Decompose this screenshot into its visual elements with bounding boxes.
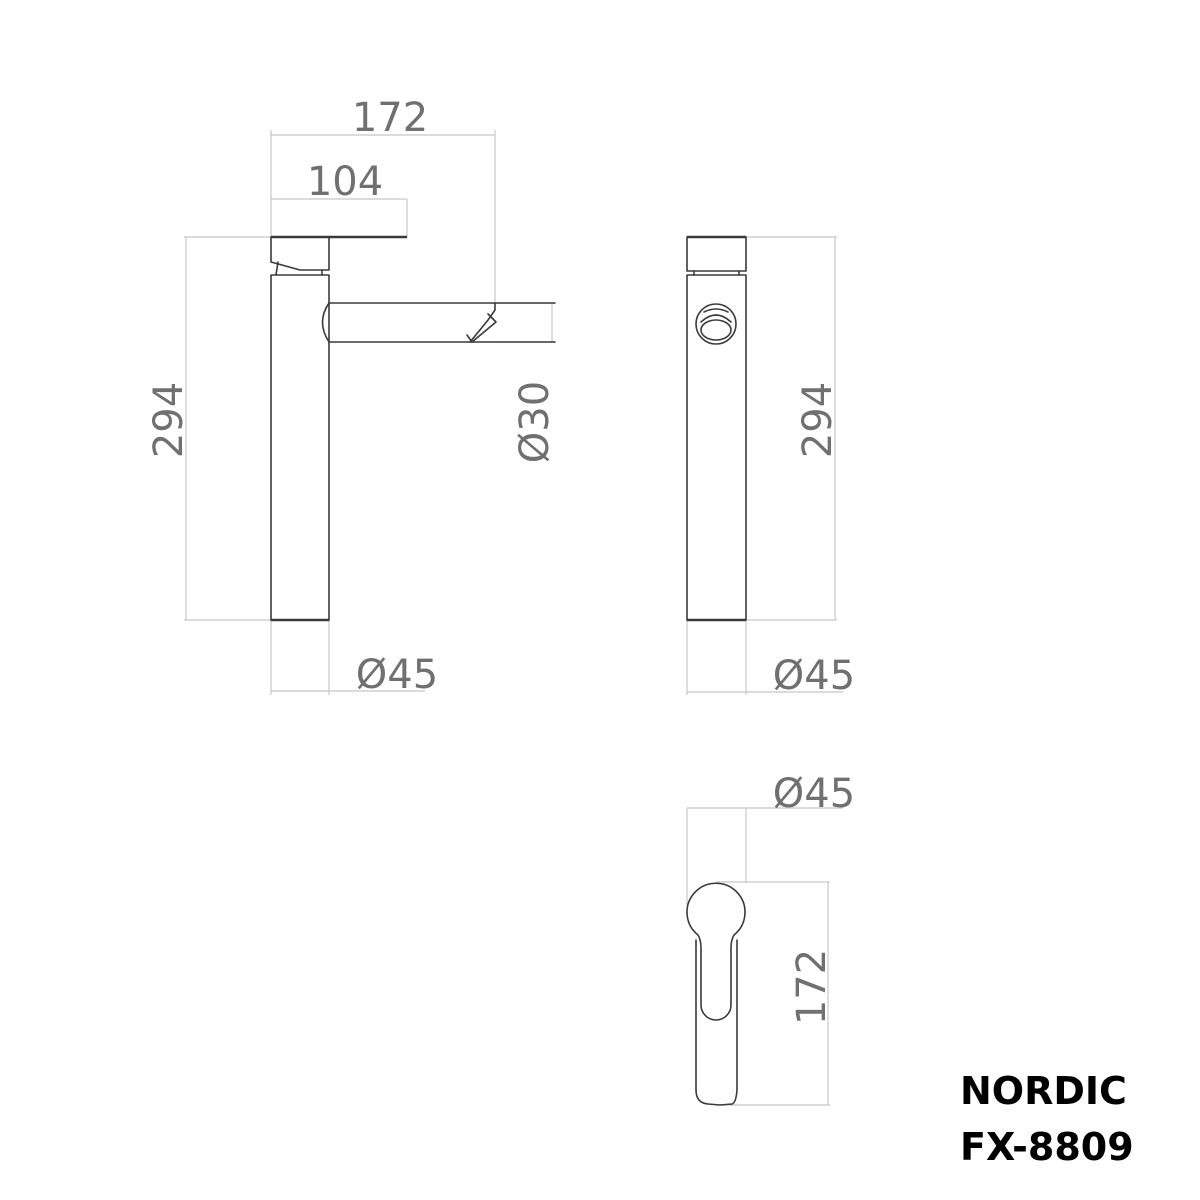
dim-top-d45: Ø45	[686, 771, 855, 905]
dim-text-172-top: 172	[789, 949, 835, 1025]
dim-front-d45: Ø45	[270, 620, 438, 698]
dim-front-294: 294	[146, 236, 271, 621]
top-view: Ø45 172	[686, 771, 855, 1106]
dim-text-294-side: 294	[795, 382, 841, 458]
dim-text-172: 172	[352, 95, 428, 141]
dim-front-d30: Ø30	[495, 302, 558, 463]
product-series-title: NORDIC	[960, 1069, 1127, 1113]
front-view: 172 104 294 Ø30 Ø45	[146, 95, 558, 698]
side-view: 294 Ø45	[686, 235, 855, 699]
dim-front-104: 104	[271, 159, 408, 238]
dim-front-172: 172	[270, 95, 496, 302]
dim-text-d45-top: Ø45	[773, 771, 855, 817]
dim-top-172: 172	[716, 881, 835, 1106]
dim-text-d45-front: Ø45	[356, 652, 438, 698]
product-model-number: FX-8809	[960, 1125, 1134, 1169]
dim-text-294-front: 294	[146, 382, 192, 458]
dim-side-d45: Ø45	[686, 620, 855, 699]
dim-text-d30: Ø30	[512, 381, 558, 463]
dim-text-d45-side: Ø45	[773, 653, 855, 699]
faucet-side-outline	[686, 235, 747, 622]
dim-side-294: 294	[746, 236, 841, 621]
faucet-top-outline	[686, 882, 746, 1106]
faucet-front-outline	[270, 235, 556, 622]
dim-text-104: 104	[307, 159, 383, 205]
